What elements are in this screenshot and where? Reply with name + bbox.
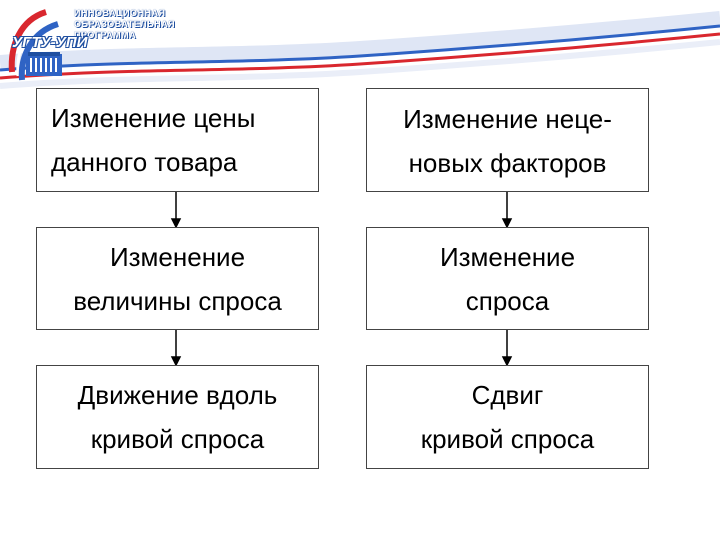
box-movement-along-curve: Движение вдоль кривой спроса: [36, 365, 319, 469]
arrowhead-right-2: [501, 356, 513, 367]
header-decoration: [0, 11, 720, 89]
arrowhead-left-1: [170, 218, 182, 229]
box-non-price-factors: Изменение неце- новых факторов: [366, 88, 649, 192]
arrowhead-right-1: [501, 218, 513, 229]
university-logo: ИННОВАЦИОННАЯ ОБРАЗОВАТЕЛЬНАЯ ПРОГРАММА …: [6, 6, 246, 96]
box-quantity-demanded-change: Изменение величины спроса: [36, 227, 319, 330]
box-demand-curve-shift: Сдвиг кривой спроса: [366, 365, 649, 469]
logo-text-line-3: ПРОГРАММА: [74, 30, 137, 40]
box-demand-change: Изменение спроса: [366, 227, 649, 330]
logo-text-line-2: ОБРАЗОВАТЕЛЬНАЯ: [74, 19, 176, 29]
logo-text-line-1: ИННОВАЦИОННАЯ: [74, 8, 166, 18]
arrowhead-left-2: [170, 356, 182, 367]
box-price-change: Изменение цены данного товара: [36, 88, 319, 192]
logo-emblem-icon: [8, 9, 62, 81]
logo-abbreviation: УГТУ-УПИ: [12, 34, 88, 51]
